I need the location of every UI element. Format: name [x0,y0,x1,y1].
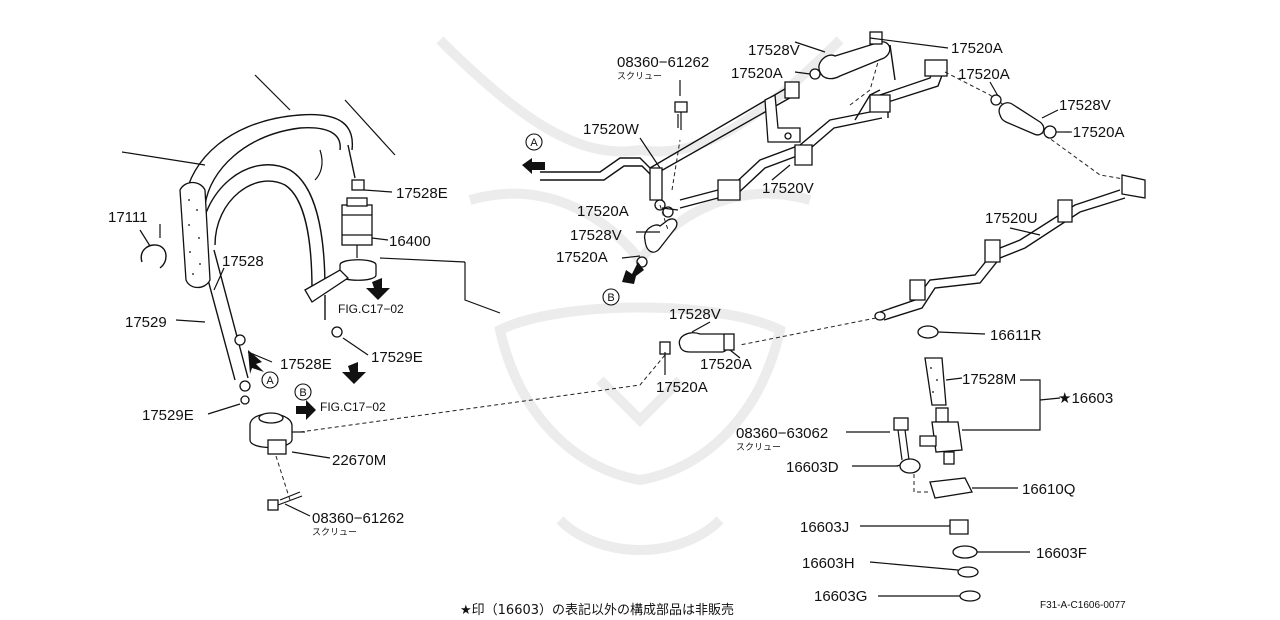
hose-17528V-top [818,41,891,80]
footer-note: ★印（16603）の表記以外の構成部品は非販売 [460,602,734,618]
diagram-code: F31-A-C1606-0077 [1040,600,1126,611]
svg-text:A: A [530,137,538,149]
label-17528M: 17528M [962,371,1016,388]
hose-17528V-mid [678,332,729,353]
arrow-B-left [296,400,316,420]
label-17528V-3: 17528V [570,227,622,244]
ref-A-top: A [525,133,543,151]
label-17520A-1: 17520A [951,40,1003,57]
label-17520A-6: 17520A [556,249,608,266]
arrow-B-top [622,262,644,284]
label-17520A-3: 17520A [958,66,1010,83]
left-assembly [121,74,501,517]
label-17520A-8: 17520A [656,379,708,396]
label-screw-mid: スクリュー [736,442,781,453]
label-16603: ★16603 [1058,390,1113,407]
label-16610Q: 16610Q [1022,481,1075,498]
label-16603F: 16603F [1036,545,1087,562]
label-17529E-1: 17529E [371,349,423,366]
ref-B-left: B [294,383,312,401]
ref-A-left: A [261,371,279,389]
sleeve-17528 [179,181,211,289]
label-17528V-1: 17528V [748,42,800,59]
pressure-regulator-22670M [234,334,305,455]
label-17528V-4: 17528V [669,306,721,323]
label-17529E-2: 17529E [142,407,194,424]
holder-16610Q [929,477,973,499]
clip-17111 [140,244,167,269]
injector-16603 [919,407,963,465]
label-fig-c17-02-1: FIG.C17−02 [338,302,404,316]
label-17520V: 17520V [762,180,814,197]
label-17520A-5: 17520A [577,203,629,220]
svg-text:A: A [266,375,274,387]
label-17529: 17529 [125,314,167,331]
hose-17528M [924,357,947,406]
label-17111: 17111 [108,209,148,226]
label-16611R: 16611R [990,327,1042,344]
label-16603J: 16603J [800,519,849,536]
ref-B-top: B [602,288,620,306]
label-fig-c17-02-2: FIG.C17−02 [320,400,386,414]
injector-assembly [659,321,1061,602]
label-08360-63062: 08360−63062 [736,425,828,442]
label-08360-61262-top: 08360−61262 [617,54,709,71]
label-16400: 16400 [389,233,431,250]
svg-text:B: B [607,292,614,304]
svg-text:B: B [299,387,306,399]
arrow-fig-1 [366,278,390,300]
ring-16611R [917,325,939,339]
label-screw-top: スクリュー [617,71,662,82]
clamp-17528E [351,179,365,191]
bolt-bottom [267,491,303,511]
label-17520W: 17520W [583,121,640,138]
label-16603G: 16603G [814,588,867,605]
hose-17528V-right [998,102,1045,136]
label-17520A-4: −17520A [1064,124,1124,141]
label-17528E-2: 17528E [280,356,332,373]
label-17520U: 17520U [985,210,1038,227]
dash-regulator-link [299,354,666,433]
label-08360-61262-bot: 08360−61262 [312,510,404,527]
label-17528: 17528 [222,253,264,270]
label-screw-bot: スクリュー [312,527,357,538]
arrow-fig-2 [342,362,366,384]
label-17520A-2: 17520A [731,65,783,82]
fuel-filter-16400 [339,197,377,281]
hose-17528V-left [643,218,678,253]
upper-pipe-assembly [522,31,1146,346]
label-22670M: 22670M [332,452,386,469]
watermark-logo [436,36,844,555]
label-16603H: 16603H [802,555,855,572]
label-17528V-2: 17528V [1059,97,1111,114]
arrow-A-top [522,158,545,174]
part-labels: 17520A 17528V 08360−61262 スクリュー 17520A 1… [108,40,1124,605]
bolt-top [674,101,688,130]
arrow-A-left [248,350,264,374]
label-16603D: 16603D [786,459,839,476]
label-17528E-1: 17528E [396,185,448,202]
label-17520A-7: 17520A [700,356,752,373]
